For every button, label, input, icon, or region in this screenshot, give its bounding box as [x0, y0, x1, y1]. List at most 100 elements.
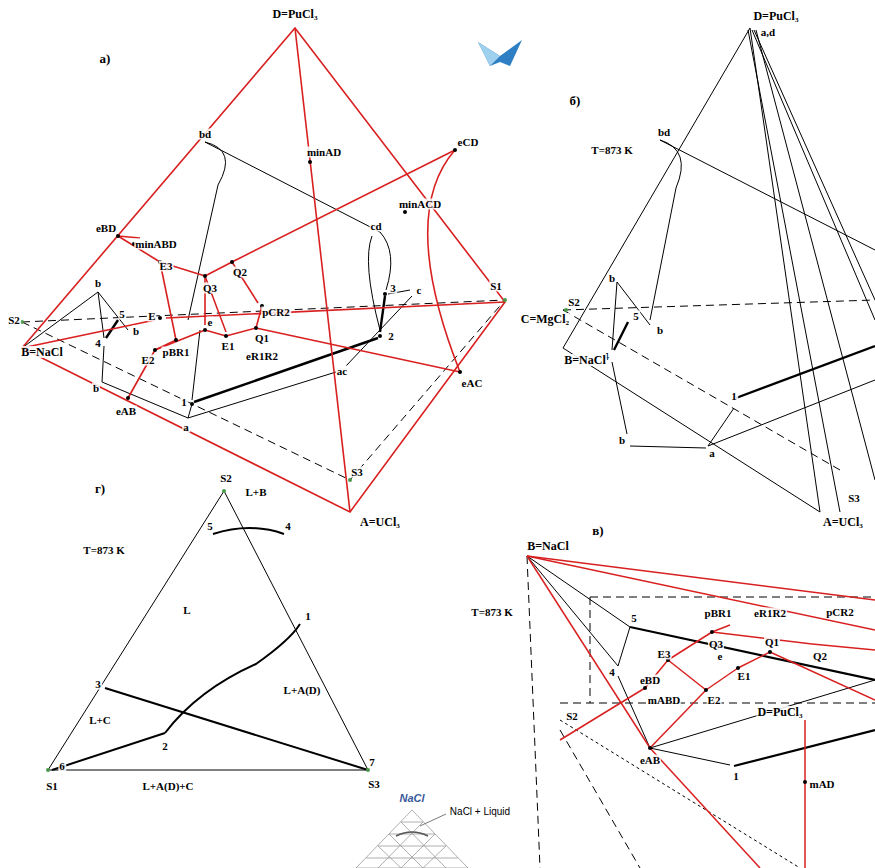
- point-label: 3: [94, 679, 102, 690]
- label-text: S2: [566, 710, 578, 722]
- point-label: pBR1: [704, 608, 733, 619]
- point-label: S1: [489, 281, 503, 292]
- label-text: cd: [371, 220, 382, 232]
- label-text: 2: [388, 330, 394, 342]
- point-label: а): [99, 52, 112, 65]
- label-text: bd: [199, 128, 211, 140]
- label-text: S3: [848, 492, 860, 504]
- label-text: S3: [351, 466, 363, 478]
- point-label: NaCl + Liquid: [449, 807, 511, 817]
- label-text: b: [95, 277, 101, 289]
- point-label: eBD: [639, 675, 661, 686]
- label-text: б): [570, 93, 581, 108]
- label-text: eR1R2: [246, 350, 278, 362]
- label-text: 1: [305, 610, 311, 622]
- label-text: 2: [162, 740, 168, 752]
- label-text: minAD: [307, 146, 341, 158]
- point-label: Q3: [708, 639, 724, 650]
- label-text: e: [718, 650, 723, 662]
- point-label: S3: [350, 467, 364, 478]
- point-label: L+A(D)+C: [141, 781, 194, 792]
- point-label: eR1R2: [753, 608, 787, 619]
- label-text: S2: [220, 472, 232, 484]
- label-text: 7: [369, 756, 375, 768]
- label-text: pCR2: [826, 606, 854, 618]
- point-label: B=NaCl: [20, 346, 64, 358]
- label-text: E2: [708, 694, 721, 706]
- label-text: a,d: [761, 26, 775, 38]
- point-label: S1: [45, 781, 59, 792]
- point-label: 2: [387, 331, 395, 342]
- point-label: e: [207, 317, 214, 328]
- label-text: minABD: [135, 238, 177, 250]
- point-label: L: [182, 605, 191, 616]
- label-text: a: [709, 447, 715, 459]
- label-text: Q3: [203, 282, 217, 294]
- label-text: E: [148, 310, 155, 322]
- label-text: 6: [59, 760, 65, 772]
- point-label: 4: [94, 338, 102, 349]
- point-label: б): [569, 94, 582, 107]
- point-label: ac: [336, 366, 348, 377]
- point-label: T=873 K: [82, 545, 125, 556]
- point-label: S2: [7, 315, 21, 326]
- label-text: 3: [95, 678, 101, 690]
- point-label: eAC: [461, 378, 484, 389]
- point-label: 4: [608, 667, 616, 678]
- label-text: T=873 K: [471, 606, 512, 618]
- point-label: a: [182, 422, 190, 433]
- label-text: Q2: [233, 266, 247, 278]
- point-label: S3: [847, 493, 861, 504]
- point-label: b: [618, 435, 626, 446]
- label-text: 5: [207, 520, 213, 532]
- point-label: Q1: [254, 333, 270, 344]
- label-text: eCD: [458, 136, 479, 148]
- label-text: а): [100, 51, 111, 66]
- point-label: b: [132, 326, 140, 337]
- label-text: 5: [631, 612, 637, 624]
- label-text: D=PuCl₃: [272, 7, 317, 21]
- label-text: b: [133, 325, 139, 337]
- point-label: mAD: [808, 779, 835, 790]
- point-label: b: [94, 278, 102, 289]
- label-text: S1: [490, 280, 502, 292]
- label-text: c: [417, 284, 422, 296]
- point-label: bd: [198, 129, 212, 140]
- label-text: 4: [95, 337, 101, 349]
- point-label: B=NaCl: [563, 354, 607, 366]
- point-label: 5: [630, 613, 638, 624]
- label-text: Q1: [255, 332, 269, 344]
- label-text: bd: [658, 126, 670, 138]
- point-label: Q3: [202, 283, 218, 294]
- point-label: minAD: [306, 147, 342, 158]
- label-text: L+B: [246, 486, 267, 498]
- label-text: 5: [633, 310, 639, 322]
- label-text: Q3: [709, 638, 723, 650]
- point-label: bd: [657, 127, 671, 138]
- label-text: 1: [181, 396, 187, 408]
- point-label: a,d: [760, 27, 776, 38]
- label-text: 4: [609, 666, 615, 678]
- label-text: 1: [731, 390, 737, 402]
- point-label: C=MgCl₂: [520, 313, 570, 325]
- label-text: eR1R2: [754, 607, 786, 619]
- point-label: S2: [567, 297, 581, 308]
- label-text: eAB: [640, 754, 660, 766]
- point-label: A=UCl₃: [359, 516, 401, 528]
- point-label: 3: [389, 283, 397, 294]
- point-label: 1: [304, 611, 312, 622]
- point-label: E2: [707, 695, 722, 706]
- point-label: T=873 K: [470, 607, 513, 618]
- label-text: E3: [658, 648, 671, 660]
- point-label: E3: [159, 261, 174, 272]
- label-text: D=PuCl₃: [757, 705, 802, 719]
- point-label: NaCl: [398, 793, 425, 804]
- label-text: B=NaCl: [527, 539, 569, 553]
- point-label: E2: [141, 355, 156, 366]
- label-text: b: [619, 434, 625, 446]
- label-text: B=NaCl: [564, 353, 606, 367]
- point-label: E3: [657, 649, 672, 660]
- point-label: cd: [370, 221, 383, 232]
